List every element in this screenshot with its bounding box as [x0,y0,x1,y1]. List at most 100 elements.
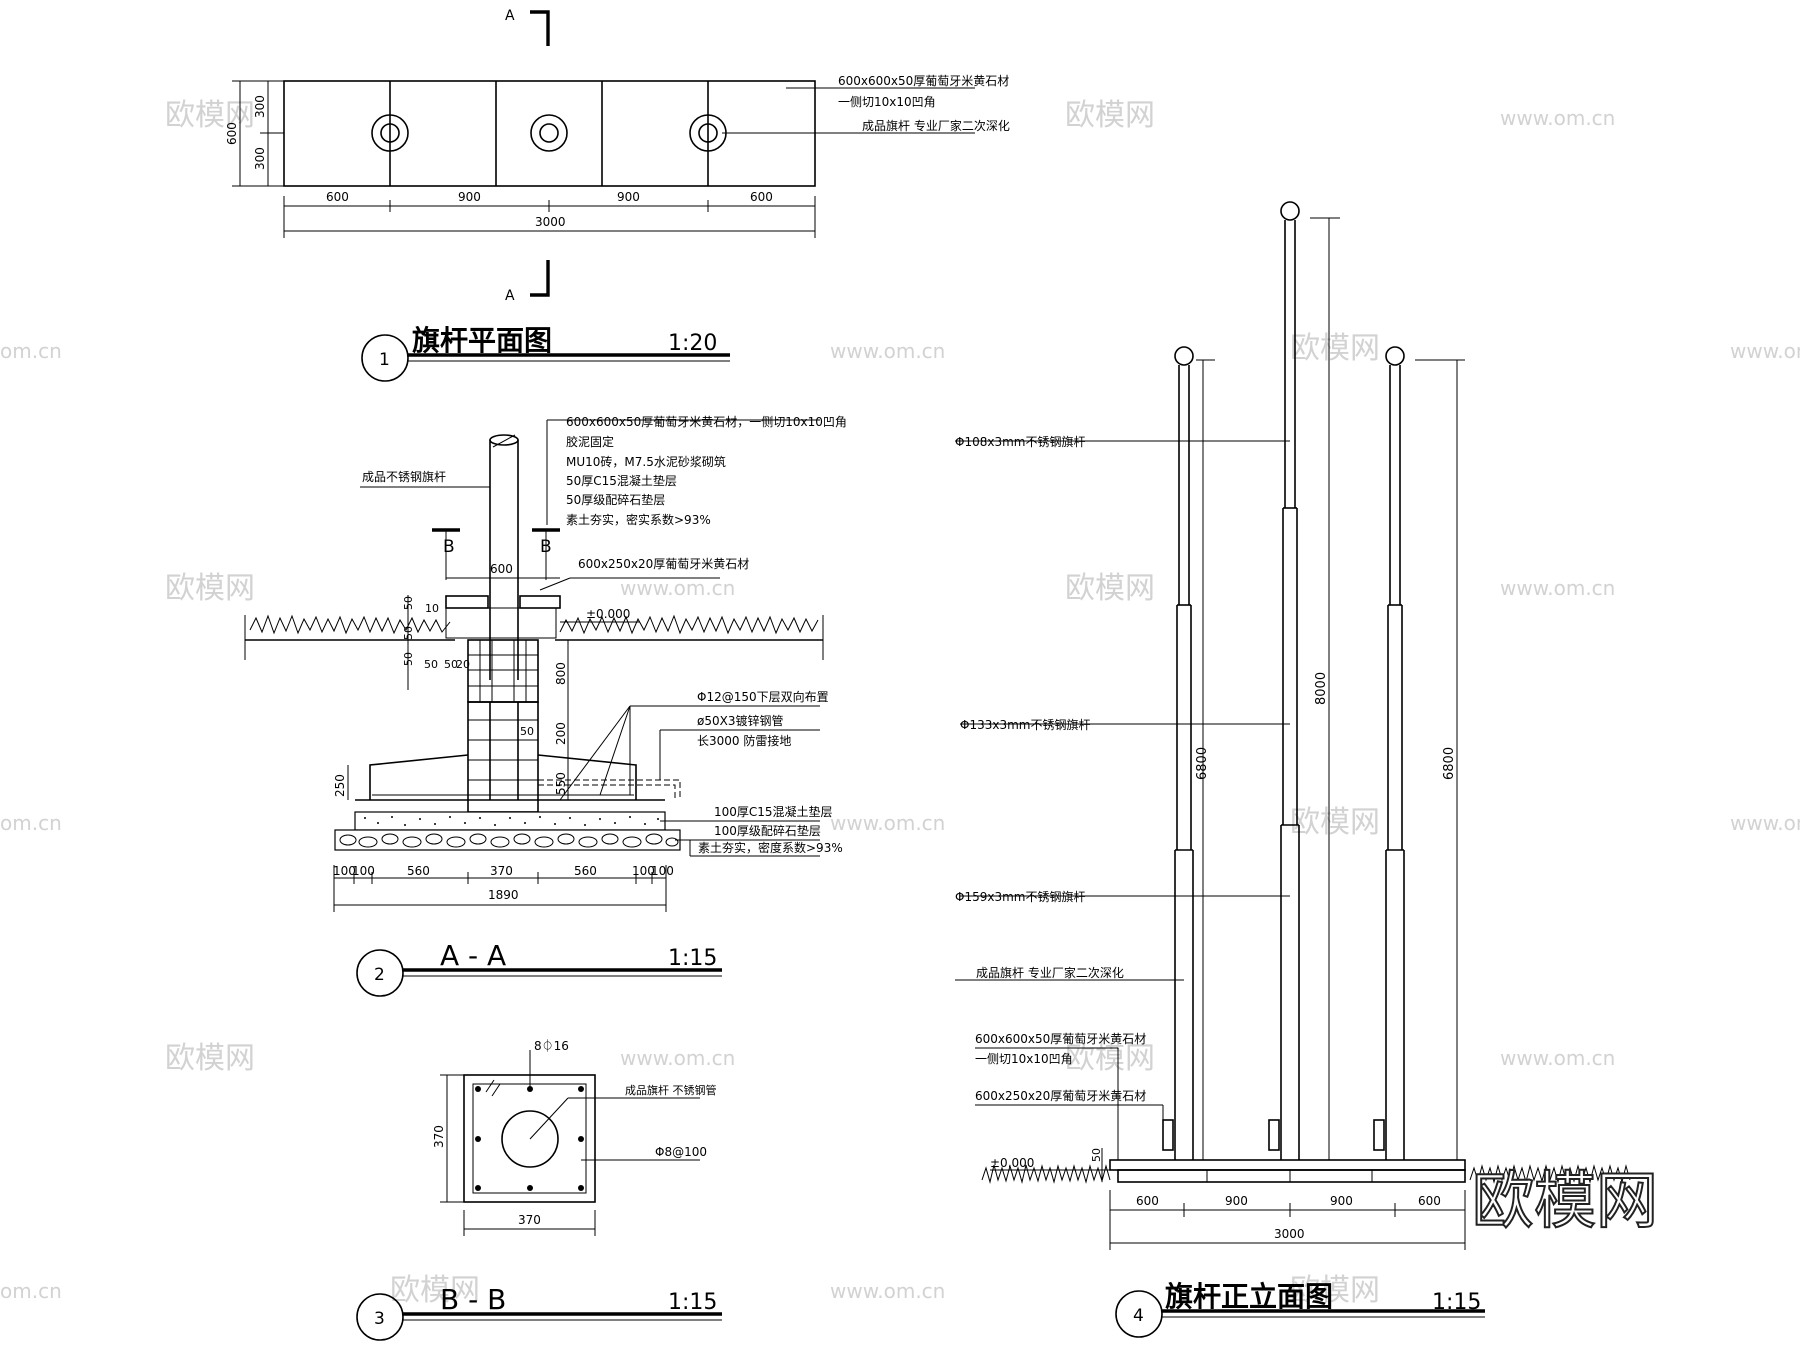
plan-dim-h: 900 [617,190,640,204]
aa-cut-b-right: B [540,537,552,557]
aa-dim-bottom: 100 [333,864,356,878]
section-cut-letter: A [505,8,515,24]
aa-dim-bottom: 100 [651,864,674,878]
plan-title-bubble [361,334,409,382]
elev-height: 8000 [1314,672,1329,705]
watermark-brand: 欧模网 [165,1041,255,1076]
watermark-site: www.om.cn [1500,1046,1615,1070]
aa-label-right: 100厚C15混凝土垫层 [714,804,833,819]
aa-label-right: 素土夯实，密度系数>93% [698,840,843,855]
aa-dim-total: 1890 [488,888,519,902]
aa-small-dim: 50 [424,658,438,671]
watermark-tail: om.cn [0,1279,62,1303]
bb-title-number: 3 [374,1309,385,1329]
aa-dim-600: 600 [490,562,513,576]
watermark-brand: 欧模网 [1065,1041,1155,1076]
watermark-brand: 欧模网 [390,1273,480,1308]
aa-label-right: Φ12@150下层双向布置 [697,689,829,704]
elev-dim-h: 600 [1418,1194,1441,1208]
bb-title-bubble [356,1293,404,1341]
watermark-site: www.om.cn [1730,811,1800,835]
bb-outline [463,1074,596,1203]
bb-title: B - B [440,1283,506,1316]
aa-small-dim: 50 [444,658,458,671]
aa-dim-800: 800 [554,662,568,685]
elev-dim-h: 900 [1225,1194,1248,1208]
aa-dim-bottom: 100 [352,864,375,878]
section-cut-mark-top [530,10,550,46]
watermark-brand: 欧模网 [165,98,255,133]
watermark-site: www.om.cn [620,1046,735,1070]
elev-base-dim: 50 [1090,1148,1103,1162]
section-cut-letter: A [505,288,515,304]
plan-title: 旗杆平面图 [412,324,552,357]
bb-stirrup: Φ8@100 [655,1145,707,1159]
flagpole-right [1373,346,1405,1160]
aa-small-dim: 50 [402,596,415,610]
elev-height: 6800 [1195,747,1210,780]
elev-title: 旗杆正立面图 [1165,1280,1333,1313]
section-bb: 8⏀16 成品旗杆 不锈钢管 Φ8@100 370 370 3 B - B 1:… [356,1038,722,1341]
aa-label: 素土夯实，密实系数>93% [566,512,711,527]
plan-view: A A 600x600x50厚葡萄牙米黄石材 一侧切10x10凹角 成品旗杆 专… [225,8,1010,382]
elev-label: 600x250x20厚葡萄牙米黄石材 [975,1089,1146,1103]
watermark-site: www.om.cn [1500,106,1615,130]
bb-pole-label: 成品旗杆 不锈钢管 [625,1083,717,1097]
plan-dim-h: 600 [326,190,349,204]
watermark-brand: 欧模网 [1290,805,1380,840]
aa-dim-250: 250 [333,774,347,797]
bb-scale: 1:15 [668,1290,717,1315]
elevation-view: 6800 8000 6800 ±0.000 50 Φ108x3mm不锈钢旗杆 Φ… [955,201,1631,1338]
plan-pole [530,114,568,152]
watermark-site: www.om.cn [830,339,945,363]
aa-cut-b-left: B [443,537,455,557]
elev-label: Φ133x3mm不锈钢旗杆 [960,717,1090,732]
aa-cap-label: 600x250x20厚葡萄牙米黄石材 [578,557,749,571]
elev-label: Φ159x3mm不锈钢旗杆 [955,889,1085,904]
aa-title-bubble [356,949,404,997]
brand-logo: 欧模网 [1472,1164,1658,1237]
flagpole-center [1268,201,1300,1160]
aa-dim-200: 200 [554,722,568,745]
plan-title-number: 1 [379,350,390,370]
plan-dim-h: 900 [458,190,481,204]
bb-dim-h: 370 [518,1213,541,1227]
watermark-site: www.om.cn [620,576,735,600]
plan-dim-v-total: 600 [225,122,239,145]
concrete-hatch [364,816,659,826]
watermark-brand: 欧模网 [1290,1273,1380,1308]
flagpole-left [1162,346,1194,1160]
aa-small-dim: 20 [456,658,470,671]
section-cut-mark-bottom [530,260,550,297]
plan-label-stone: 600x600x50厚葡萄牙米黄石材 [838,74,1009,88]
aa-label-right: 100厚级配碎石垫层 [714,823,821,838]
aa-title: A - A [440,939,506,972]
bb-pole [501,1110,559,1168]
aa-pole-label: 成品不锈钢旗杆 [362,469,446,484]
aa-small-dim: 10 [425,602,439,615]
watermark-layer: 欧模网 欧模网 www.om.cn om.cn www.om.cn 欧模网 ww… [0,98,1800,1308]
aa-dim-bottom: 560 [407,864,430,878]
aa-label-right: ø50X3镀锌钢管 [697,713,783,728]
aa-dim-50: 50 [520,725,534,738]
aa-dim-bottom: 100 [632,864,655,878]
aa-dim-bottom: 560 [574,864,597,878]
section-aa: 600x600x50厚葡萄牙米黄石材，一侧切10x10凹角 胶泥固定 MU10砖… [244,415,847,997]
elev-label: 600x600x50厚葡萄牙米黄石材 [975,1032,1146,1046]
aa-dim-bottom: 370 [490,864,513,878]
watermark-site: www.om.cn [830,811,945,835]
plan-scale: 1:20 [668,331,717,356]
watermark-site: www.om.cn [830,1279,945,1303]
watermark-tail: om.cn [0,339,62,363]
aa-small-dim: 50 [402,626,415,640]
aa-scale: 1:15 [668,946,717,971]
elev-title-bubble [1115,1290,1163,1338]
gravel-hatch [339,833,679,848]
plan-dim-h: 600 [750,190,773,204]
bb-rebar-top: 8⏀16 [534,1038,569,1053]
watermark-brand: 欧模网 [165,571,255,606]
aa-label: 600x600x50厚葡萄牙米黄石材，一侧切10x10凹角 [566,415,847,429]
aa-level: ±0.000 [586,607,630,621]
aa-label-right: 长3000 防雷接地 [697,733,791,748]
